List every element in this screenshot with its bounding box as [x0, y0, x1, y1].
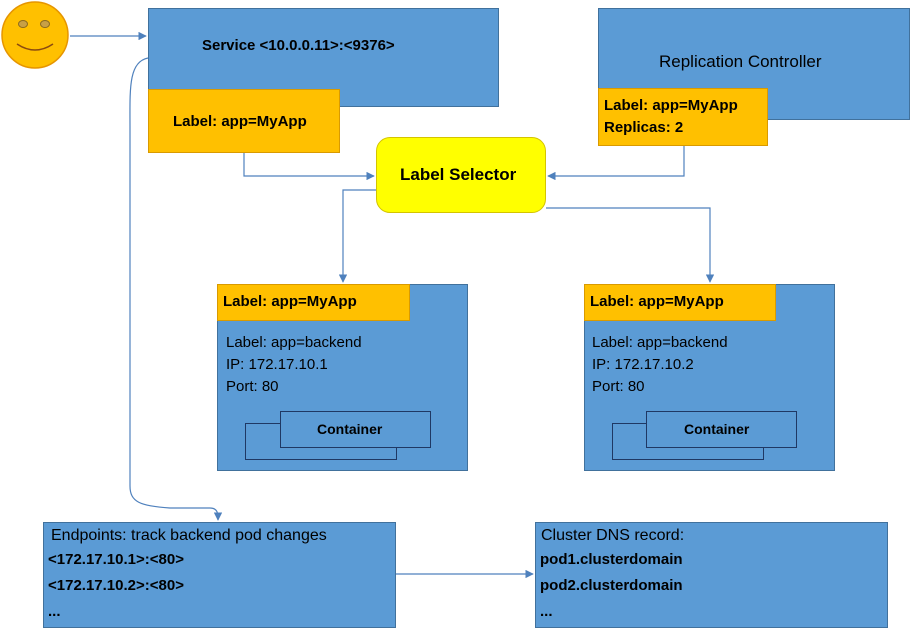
pod2-ip: IP: 172.17.10.2 — [592, 356, 694, 373]
label-selector-box — [376, 137, 546, 213]
label-selector-text: Label Selector — [400, 165, 517, 184]
pod2-container — [646, 411, 797, 448]
rc-to-selector-arrow — [547, 146, 685, 181]
endpoints-line-2: <172.17.10.2>:<80> — [48, 577, 184, 594]
dns-box — [535, 522, 888, 628]
service-label: Label: app=MyApp — [173, 113, 307, 130]
dns-line-3: ... — [540, 603, 553, 620]
service-to-endpoints-arrow — [129, 57, 223, 521]
dns-title: Cluster DNS record: — [541, 527, 685, 544]
rc-label-box — [598, 88, 768, 146]
service-title: Service <10.0.0.11>:<9376> — [202, 37, 395, 54]
pod1-container-label: Container — [317, 421, 383, 437]
dns-line-2: pod2.clusterdomain — [540, 577, 683, 594]
service-label-box — [148, 89, 340, 153]
pod2-container-label: Container — [684, 421, 750, 437]
endpoints-box — [43, 522, 396, 628]
replication-controller-title: Replication Controller — [659, 52, 822, 71]
endpoints-line-1: <172.17.10.1>:<80> — [48, 551, 184, 568]
pod2-selector-label: Label: app=MyApp — [590, 293, 724, 310]
service-to-selector-arrow — [243, 152, 375, 181]
endpoints-title: Endpoints: track backend pod changes — [51, 527, 327, 544]
pod1-ip: IP: 172.17.10.1 — [226, 356, 328, 373]
pod1-selector-label: Label: app=MyApp — [223, 293, 357, 310]
pod2-port: Port: 80 — [592, 378, 645, 395]
endpoints-line-3: ... — [48, 603, 61, 620]
pod2-label: Label: app=backend — [592, 334, 728, 351]
pod1-label: Label: app=backend — [226, 334, 362, 351]
rc-label: Label: app=MyApp — [604, 97, 738, 114]
pod1-port: Port: 80 — [226, 378, 279, 395]
pod1-selector-label-box — [217, 284, 410, 321]
selector-to-pod1-arrow — [338, 189, 376, 283]
rc-replicas: Replicas: 2 — [604, 119, 684, 136]
dns-line-1: pod1.clusterdomain — [540, 551, 683, 568]
user-smiley-icon — [1, 1, 69, 69]
selector-to-pod2-arrow — [546, 207, 715, 283]
pod1-container — [280, 411, 431, 448]
pod2-selector-label-box — [584, 284, 776, 321]
